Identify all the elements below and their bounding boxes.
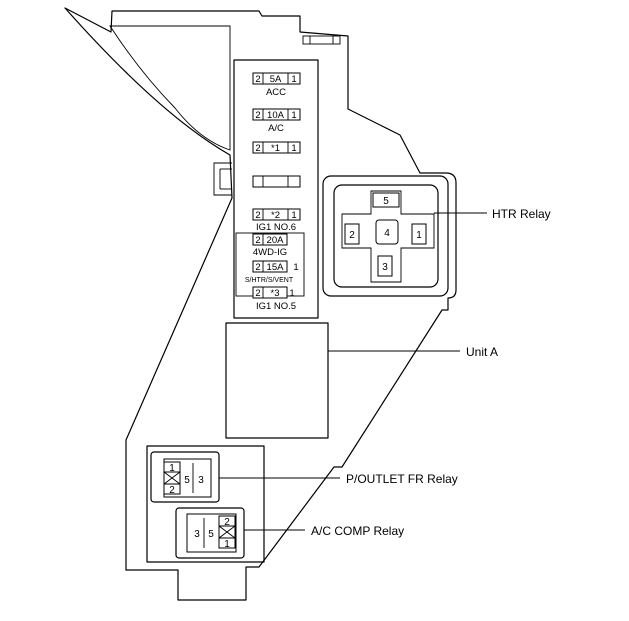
fuse-ac-rating: 10A [267,110,285,121]
fuse-ig1-no6-pin-right: 1 [291,210,296,221]
unit-a-callout: Unit A [466,345,498,359]
fuse-acc[interactable]: 2 5A 1 ACC [252,72,301,98]
pout-relay-pin-1: 1 [169,463,175,474]
upper-inner-panel [109,25,231,151]
fuse-ac-label: A/C [268,123,284,134]
fuse-star1[interactable]: 2 *1 1 [252,141,301,154]
fuse-empty-slot[interactable] [252,175,301,188]
fuse-ig1-no5[interactable]: 2 *3 1 IG1 NO.5 [252,286,296,312]
top-clip [302,35,341,45]
fuse-ig1-no5-label: IG1 NO.5 [256,301,296,312]
pout-relay-diode-x2 [163,471,181,485]
fuse-shtr-rating: 15A [267,262,285,273]
pout-relay-pin-3: 3 [198,475,204,486]
ac-comp-relay-pin-3: 3 [194,529,200,540]
fuse-4wd-ig-label: 4WD-IG [253,247,287,258]
fuse-ig1-no5-rating: *3 [271,288,280,299]
fuse-ac-pin-right: 1 [291,110,296,121]
htr-relay-pin-2-box [344,223,360,245]
htr-relay[interactable]: 5 2 1 4 3 [322,175,449,297]
fuse-acc-pin-left: 2 [255,74,260,85]
ac-comp-relay-pin-1: 1 [224,539,230,550]
pout-relay-callout: P/OUTLET FR Relay [346,472,458,486]
fuse-4wd-ig-pin-left: 2 [255,235,260,246]
fuse-star1-pin-right: 1 [291,143,296,154]
pout-relay-socket [150,451,220,503]
fuse-ig1-no6[interactable]: 2 *2 1 IG1 NO.6 [252,208,301,233]
fuse-ig1-no6-pin-left: 2 [255,210,260,221]
pout-relay-pin-2-box [163,483,181,495]
pout-fr-relay[interactable]: 1 2 5 3 [150,451,220,503]
fuse-ac[interactable]: 2 10A 1 A/C [252,108,301,134]
fuse-4wd-ig-rating: 20A [267,235,285,246]
htr-relay-pin-4: 4 [384,228,390,239]
htr-relay-pin-5-box [372,192,400,208]
htr-relay-socket [333,184,439,288]
ac-comp-relay-pin-1-box [218,537,236,549]
lower-relay-frame [146,445,265,563]
htr-relay-pin-2: 2 [349,230,355,241]
fuse-acc-label: ACC [266,87,286,98]
htr-relay-pin-4-box [375,219,399,245]
htr-relay-callout: HTR Relay [492,207,551,221]
fuse-4wd-ig[interactable]: 2 20A 4WD-IG [252,233,288,258]
fuse-ac-pin-left: 2 [255,110,260,121]
htr-relay-pin-3-box [377,255,393,277]
fuse-shtr-label: S/HTR/S/VENT [245,277,294,284]
fuse-ig1-no5-pin-right: 1 [289,288,294,299]
fuse-ig1-no6-label: IG1 NO.6 [256,222,296,233]
fuse-acc-rating: 5A [270,74,282,85]
htr-relay-pin-1: 1 [416,230,422,241]
ac-comp-relay-pin-5: 5 [208,529,214,540]
pout-relay-pin-5: 5 [184,475,190,486]
ac-comp-relay-pin-2: 2 [224,517,230,528]
htr-relay-pin-3: 3 [382,262,388,273]
ac-comp-relay-callout: A/C COMP Relay [311,524,404,538]
fuse-star1-rating: *1 [271,143,280,154]
ac-comp-relay-diode-x2 [218,525,236,539]
htr-relay-pin-5: 5 [383,196,389,207]
fuse-shtr-pin-left: 2 [255,262,260,273]
ac-comp-relay-socket [175,507,245,559]
fuse-star1-pin-left: 2 [255,143,260,154]
fuse-ig1-no6-rating: *2 [271,210,280,221]
fuse-ig1-no5-pin-left: 2 [255,288,260,299]
ac-comp-relay[interactable]: 3 5 2 1 [175,507,245,559]
fuse-shtr-svent[interactable]: 2 15A S/HTR/S/VENT [245,260,294,284]
htr-relay-cross [341,190,435,283]
fuse-panel [233,59,319,319]
htr-relay-pin-1-box [411,223,427,245]
side-clip [213,162,232,196]
fuse-acc-pin-right: 1 [291,74,296,85]
htr-relay-outer-frame [322,175,449,297]
unit-a[interactable] [225,322,329,439]
fuse-block-housing-outline [64,7,457,601]
pout-relay-pin-2: 2 [169,485,175,496]
fuse-group-pin-right: 1 [293,262,298,273]
